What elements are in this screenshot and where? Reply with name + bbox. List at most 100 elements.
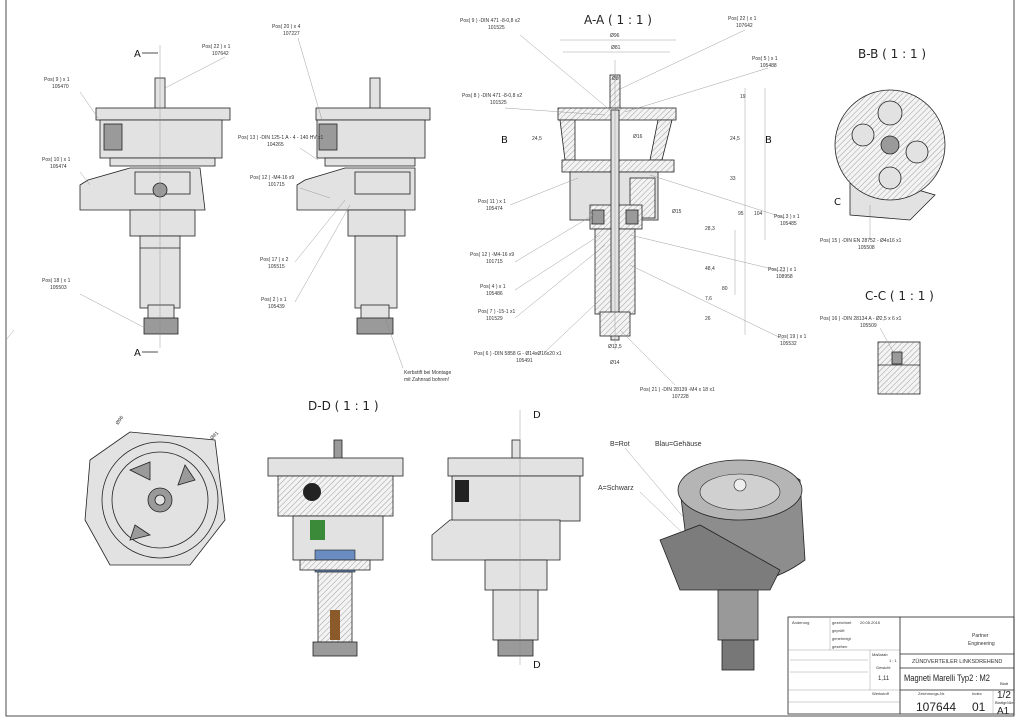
callout-number: 107642	[736, 23, 753, 29]
callout-number: 107227	[283, 31, 300, 37]
tb-material-label: Werkstoff	[872, 691, 890, 696]
side-view-2	[296, 77, 431, 335]
callout-number: 108958	[776, 274, 793, 280]
dimension-7-6: 7,6	[705, 296, 712, 302]
colour-note-b: B=Rot	[610, 441, 630, 448]
callout-number: 101715	[486, 259, 503, 265]
section-view-cc	[877, 341, 921, 395]
tb-date: 20.05.2015	[860, 620, 881, 625]
callout-label: Pos( 9 ) x 1	[44, 77, 70, 83]
drawing-frame	[5, 0, 1015, 717]
callout-number: 105470	[52, 84, 69, 90]
tb-seen-label: gesehen	[832, 644, 847, 649]
dimension-104: 104	[754, 211, 763, 217]
callout-label: Pos( 18 ) x 1	[42, 278, 71, 284]
colour-note-a: A=Schwarz	[598, 485, 634, 492]
isometric-view	[659, 459, 806, 671]
callout-label: Pos( 17 ) x 2	[260, 257, 289, 263]
callout-label: Pos( 16 ) -DIN 28134 A - Ø2,5 x 6 x1	[820, 316, 902, 322]
callout-number: 105508	[858, 245, 875, 251]
tb-index: 01	[972, 700, 986, 714]
callout-number: 105486	[486, 291, 503, 297]
callout-label: Pos( 19 ) x 1	[778, 334, 807, 340]
section-view-aa	[557, 39, 766, 350]
side-view-1	[79, 45, 231, 348]
tb-scale-label: Maßstab	[872, 652, 888, 657]
section-title-aa: A-A ( 1 : 1 )	[584, 13, 652, 27]
callout-number: 105485	[780, 221, 797, 227]
callout-label: Pos( 12 ) -M4-16 x9	[250, 175, 294, 181]
colour-note-housing: Blau=Gehäuse	[655, 441, 702, 448]
callout-label: Pos( 5 ) x 1	[752, 56, 778, 62]
dimension-80: 80	[722, 286, 728, 292]
dimension-d14: Ø14	[610, 360, 620, 366]
dimension-24-5-left: 24,5	[532, 136, 542, 142]
callout-label: Pos( 6 ) -DIN 5858 G - Ø14xØ16x20 x1	[474, 351, 562, 357]
tb-index-label: Index	[972, 691, 982, 696]
dimension-48-4: 48,4	[705, 266, 715, 272]
tb-company-2: Engineering	[968, 641, 995, 647]
dimension-d8: Ø8	[612, 76, 619, 82]
dimension-d96: Ø96	[610, 33, 620, 39]
callout-note: Kerbstift bei Montage	[404, 370, 451, 376]
dimension-d15: Ø15	[672, 209, 682, 215]
callout-number: 101525	[488, 25, 505, 31]
dimension-26: 26	[705, 316, 711, 322]
callout-label: Pos( 4 ) x 1	[480, 284, 506, 290]
callout-number: 105439	[268, 304, 285, 310]
callout-number: 107642	[212, 51, 229, 57]
section-marker-b-right: B	[765, 135, 772, 146]
dimension-19: 19	[740, 94, 746, 100]
callout-number: 105515	[268, 264, 285, 270]
dimension-d81: Ø81	[611, 45, 621, 51]
dimension-95: 95	[738, 211, 744, 217]
section-view-dd	[267, 439, 404, 657]
dimension-front-d96: Ø96	[115, 415, 125, 426]
tb-company-1: Partner	[972, 633, 989, 639]
dimension-28-3: 28,3	[705, 226, 715, 232]
dimension-d16: Ø16	[633, 134, 643, 140]
side-view-3	[431, 410, 584, 665]
tb-name-1: ZÜNDVERTEILER LINKSDREHEND	[912, 658, 1002, 665]
leader-lines	[79, 29, 896, 386]
section-marker-b-left: B	[501, 135, 508, 146]
callout-label: Pos( 21 ) -DIN 28139 -M4 x 18 x1	[640, 387, 715, 393]
callout-number: 101525	[490, 100, 507, 106]
dimension-d12-5: Ø12,5	[608, 344, 622, 350]
callout-label: Pos( 7 ) -15-1 x1	[478, 309, 515, 315]
callout-number: 101529	[486, 316, 503, 322]
callout-label: Pos( 3 ) x 1	[774, 214, 800, 220]
tb-drawing-no: 107644	[916, 700, 956, 714]
callout-label: Pos( 22 ) x 1	[728, 16, 757, 22]
tb-name-2: Magneti Marelli Typ2 : M2	[904, 673, 990, 683]
section-title-cc: C-C ( 1 : 1 )	[865, 289, 934, 303]
tb-changes-label: Änderung	[792, 620, 809, 625]
tb-sheet-label: Blatt	[1000, 681, 1009, 686]
section-marker-a-top: A	[134, 49, 141, 60]
callout-number: 104265	[267, 142, 284, 148]
section-title-bb: B-B ( 1 : 1 )	[858, 47, 926, 61]
callout-label: Pos( 11 ) x 1	[478, 199, 506, 205]
tb-weight: 1,11	[878, 676, 890, 682]
callout-label: Pos( 23 ) x 1	[768, 267, 797, 273]
callout-note: mit Zahnrad bohren!	[404, 377, 449, 383]
tb-approved-label: genehmigt	[832, 636, 852, 641]
tb-sheet: 1/2	[997, 690, 1011, 701]
callout-label: Pos( 13 ) -DIN 125-1 A - 4 - 140 HV x1	[238, 135, 324, 141]
callouts: Pos( 22 ) x 1 107642 Pos( 9 ) x 1 105470…	[42, 16, 902, 400]
title-block: Änderung gezeichnet 20.05.2015 geprüft g…	[787, 616, 1015, 717]
tb-checked-label: geprüft	[832, 628, 845, 633]
section-marker-a-bottom: A	[134, 348, 141, 359]
tb-size-label: Blattgröße	[995, 700, 1014, 705]
callout-number: 105474	[486, 206, 503, 212]
callout-number: 107228	[672, 394, 689, 400]
frame-mark	[5, 329, 15, 341]
callout-label: Pos( 10 ) x 1	[42, 157, 71, 163]
callout-number: 101715	[268, 182, 285, 188]
callout-number: 105488	[760, 63, 777, 69]
callout-number: 105532	[780, 341, 797, 347]
front-view	[84, 431, 226, 566]
tb-size: A1	[997, 706, 1010, 717]
tb-scale: 1 : 1	[889, 658, 898, 663]
